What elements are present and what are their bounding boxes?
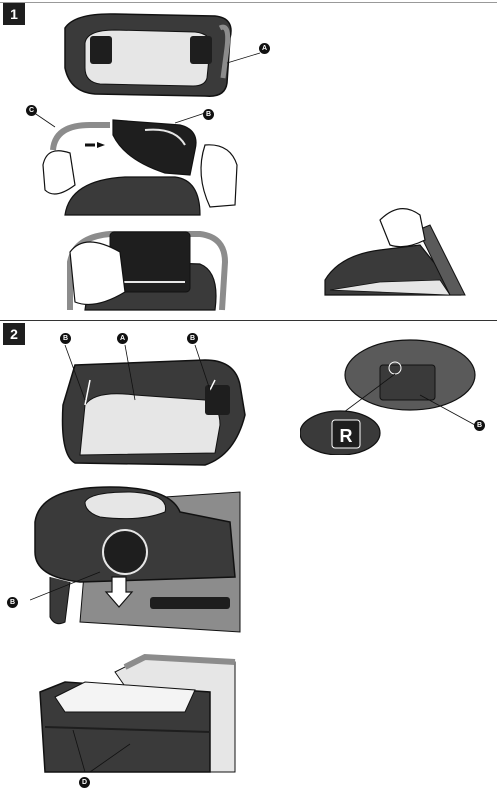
zoom-r-label: R <box>339 425 353 446</box>
illustration-canopy-on-playard <box>30 486 241 633</box>
illustration-bassinet-top <box>64 13 261 97</box>
callout-b-zoom: B <box>474 420 485 431</box>
illustration-canopy-straps <box>61 345 246 466</box>
step-1-badge: 1 <box>3 3 25 25</box>
illustration-press-canopy <box>67 231 229 311</box>
illustration-installed-playard <box>39 653 236 773</box>
callout-b-step1: B <box>203 109 214 120</box>
callout-d: D <box>79 777 90 788</box>
section-divider <box>0 320 497 321</box>
callout-a-step2: A <box>117 333 128 344</box>
callout-a-step1: A <box>259 43 270 54</box>
step-2-badge: 2 <box>3 323 25 345</box>
callout-b-step2-right: B <box>187 333 198 344</box>
callout-b-step2-left: B <box>60 333 71 344</box>
illustration-zoom-detail <box>300 339 476 455</box>
callout-b-step2-bottom: B <box>7 597 18 608</box>
illustration-attach-canopy <box>29 109 238 216</box>
top-rule <box>0 2 497 3</box>
callout-c-step1: C <box>26 105 37 116</box>
illustration-canopy-side <box>324 208 466 296</box>
